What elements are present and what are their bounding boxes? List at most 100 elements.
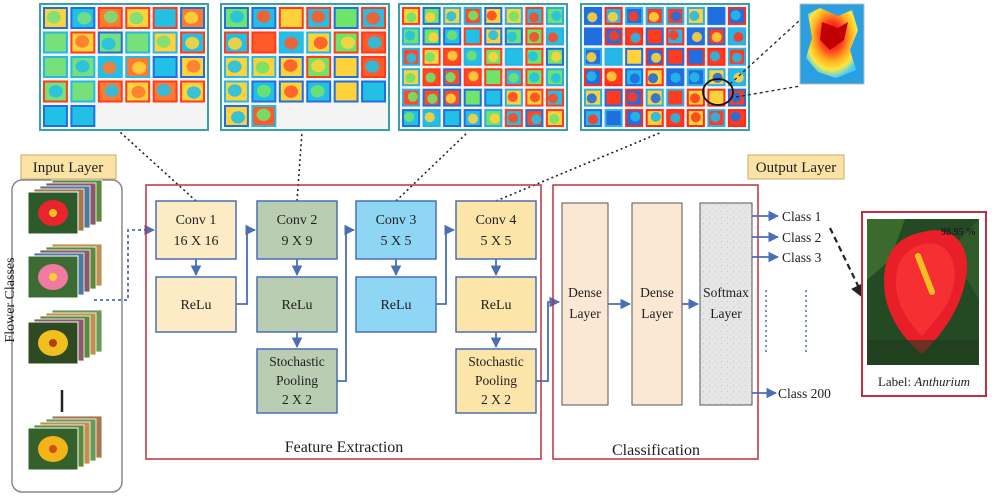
feature-map-cell <box>306 31 332 54</box>
feature-map-cell <box>125 80 151 103</box>
feature-map-cell <box>251 80 277 103</box>
feature-map-cell <box>422 68 441 87</box>
feature-map-cell <box>625 109 644 127</box>
dense1-line1: Dense <box>568 285 602 300</box>
feature-map-cell <box>686 68 705 87</box>
feature-map-cell <box>180 56 205 78</box>
feature-map-cell <box>525 88 544 107</box>
feature-map-cell <box>251 7 277 29</box>
feature-map-cell <box>584 88 603 107</box>
feature-map-cell <box>504 27 523 46</box>
flower-classes-label: Flower Classes <box>3 257 18 342</box>
pool2-line1: Stochastic <box>269 354 325 369</box>
feature-map-cell <box>484 27 503 46</box>
feature-map-cell <box>604 7 623 25</box>
pool2-line2: Pooling <box>276 373 318 388</box>
feature-map-cell <box>402 68 421 87</box>
feature-map-cell <box>152 80 178 103</box>
feature-map-cell <box>43 105 68 127</box>
feature-extraction-frame <box>145 184 542 460</box>
feature-map-cell <box>224 7 249 29</box>
output-probability: 98.95 % <box>941 227 976 238</box>
feature-map-cell <box>525 7 544 25</box>
feature-map-cell <box>604 68 623 87</box>
relu2-block <box>256 276 338 333</box>
feature-map-cell <box>686 88 705 107</box>
input-image-stacks <box>27 179 103 471</box>
pool4-line2: Pooling <box>475 373 517 388</box>
feature-map-cell <box>463 88 482 107</box>
zoom-inset <box>799 3 865 85</box>
feature-map-cell <box>152 7 178 29</box>
feature-map-cell <box>70 31 96 54</box>
pool2-line3: 2 X 2 <box>282 392 312 407</box>
feature-map-cell <box>545 68 564 87</box>
feature-extraction-title: Feature Extraction <box>285 439 404 456</box>
feature-map-cell <box>422 47 441 66</box>
feature-map-cell <box>125 7 151 29</box>
feature-map-cell <box>361 80 386 103</box>
prediction-arrow <box>829 227 865 300</box>
feature-map-cell <box>463 7 482 25</box>
feature-map-cell <box>484 7 503 25</box>
feature-map-cell <box>545 88 564 107</box>
feature-map-cell <box>584 47 603 66</box>
feature-map-cell <box>707 47 726 66</box>
feature-map-cell <box>484 47 503 66</box>
feature-map-cell <box>666 7 685 25</box>
feature-map-cell <box>443 88 462 107</box>
feature-map-panel-3 <box>398 3 568 131</box>
class-ellipsis-lines <box>765 290 807 355</box>
output-layer-title-box <box>747 154 845 180</box>
feature-map-cell <box>707 109 726 127</box>
feature-map-cell <box>707 7 726 25</box>
feature-map-cell <box>306 7 332 29</box>
feature-map-cell <box>463 109 482 127</box>
pool4-line3: 2 X 2 <box>481 392 511 407</box>
feature-map-cell <box>625 88 644 107</box>
class-200-label: Class 200 <box>778 386 831 401</box>
feature-map-cell <box>443 68 462 87</box>
pool4-line1: Stochastic <box>468 354 524 369</box>
input-layer-title-box <box>20 154 117 180</box>
feature-map-cell <box>504 68 523 87</box>
feature-map-cell <box>251 56 277 78</box>
conv3-name: Conv 3 <box>376 213 417 228</box>
conv2-size: 9 X 9 <box>281 234 312 249</box>
feature-map-cell <box>224 56 249 78</box>
feature-map-cell <box>402 109 421 127</box>
zoom-lines <box>729 19 801 98</box>
output-layer-title: Output Layer <box>756 160 836 176</box>
output-label-prefix: Label: <box>878 374 914 389</box>
feature-map-cell <box>422 27 441 46</box>
feature-map-cell <box>443 47 462 66</box>
feature-map-cell <box>180 31 205 54</box>
feature-map-cell <box>97 31 123 54</box>
feature-map-cell <box>278 7 304 29</box>
feature-map-cell <box>686 47 705 66</box>
feature-map-cell <box>584 109 603 127</box>
feature-map-cell <box>443 7 462 25</box>
feature-map-cell <box>525 109 544 127</box>
feature-map-cell <box>422 7 441 25</box>
feature-map-cell <box>224 105 249 127</box>
conv1-size: 16 X 16 <box>173 234 218 249</box>
feature-map-cell <box>484 109 503 127</box>
feature-map-cell <box>504 88 523 107</box>
classification-title: Classification <box>612 442 700 459</box>
feature-map-cell <box>422 109 441 127</box>
feature-map-cell <box>727 7 746 25</box>
class-1-label: Class 1 <box>782 209 821 224</box>
feature-map-cell <box>625 7 644 25</box>
input-image-stack-1 <box>27 179 103 235</box>
feature-map-cell <box>306 80 332 103</box>
feature-map-cell <box>70 105 96 127</box>
feature-map-cell <box>97 80 123 103</box>
feature-map-cell <box>402 88 421 107</box>
feature-map-cell <box>645 47 664 66</box>
conv2-name: Conv 2 <box>277 213 318 228</box>
feature-map-cell <box>504 109 523 127</box>
feature-map-cell <box>545 27 564 46</box>
conv4-block <box>455 200 537 260</box>
feature-map-cell <box>727 109 746 127</box>
